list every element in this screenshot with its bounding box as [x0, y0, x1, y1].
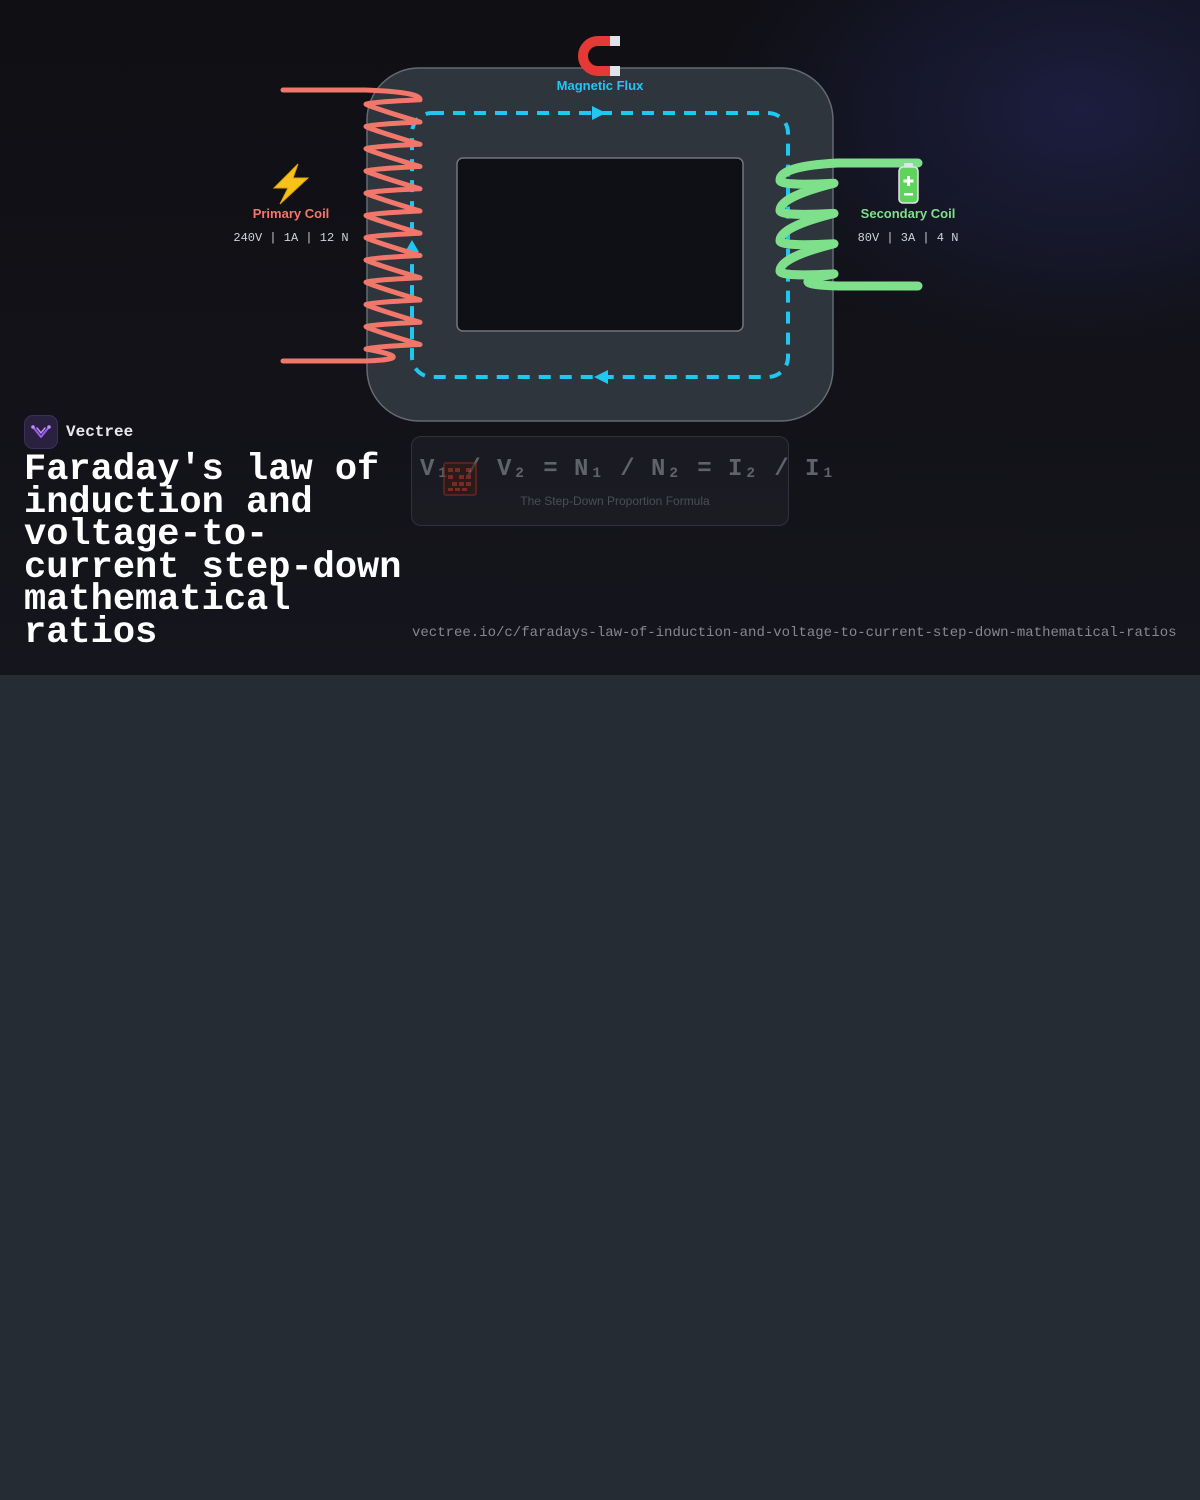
- lightning-icon: [272, 163, 310, 205]
- flux-arrow-bottom: [594, 370, 608, 384]
- secondary-coil-stats: 80V | 3A | 4 N: [858, 231, 959, 245]
- page-title: Faraday's law of induction and voltage-t…: [24, 449, 402, 654]
- transformer-diagram: Magnetic Flux Primary Coil 240V | 1A | 1…: [233, 36, 959, 422]
- page-url: vectree.io/c/faradays-law-of-induction-a…: [412, 625, 1177, 641]
- brand: Vectree: [24, 415, 133, 449]
- primary-coil-stats: 240V | 1A | 12 N: [233, 231, 348, 245]
- secondary-coil-label: Secondary Coil: [861, 206, 956, 221]
- hero-card: Magnetic Flux Primary Coil 240V | 1A | 1…: [0, 0, 1200, 675]
- formula-caption: The Step-Down Proportion Formula: [520, 494, 710, 508]
- secondary-coil-winding: [775, 158, 923, 291]
- battery-icon: [898, 163, 919, 204]
- flux-label: Magnetic Flux: [557, 78, 644, 93]
- flux-arrow-left: [405, 240, 419, 252]
- brand-name: Vectree: [66, 423, 134, 441]
- core-window: [456, 157, 744, 332]
- abacus-icon: [443, 462, 477, 496]
- magnet-icon: [578, 36, 620, 76]
- primary-coil-label: Primary Coil: [253, 206, 330, 221]
- flux-arrow-top: [592, 106, 606, 120]
- vectree-logo-icon: [24, 415, 58, 449]
- primary-coil-winding: [280, 87, 423, 364]
- formula-text: V₁ / V₂ = N₁ / N₂ = I₂ / I₁: [420, 456, 836, 483]
